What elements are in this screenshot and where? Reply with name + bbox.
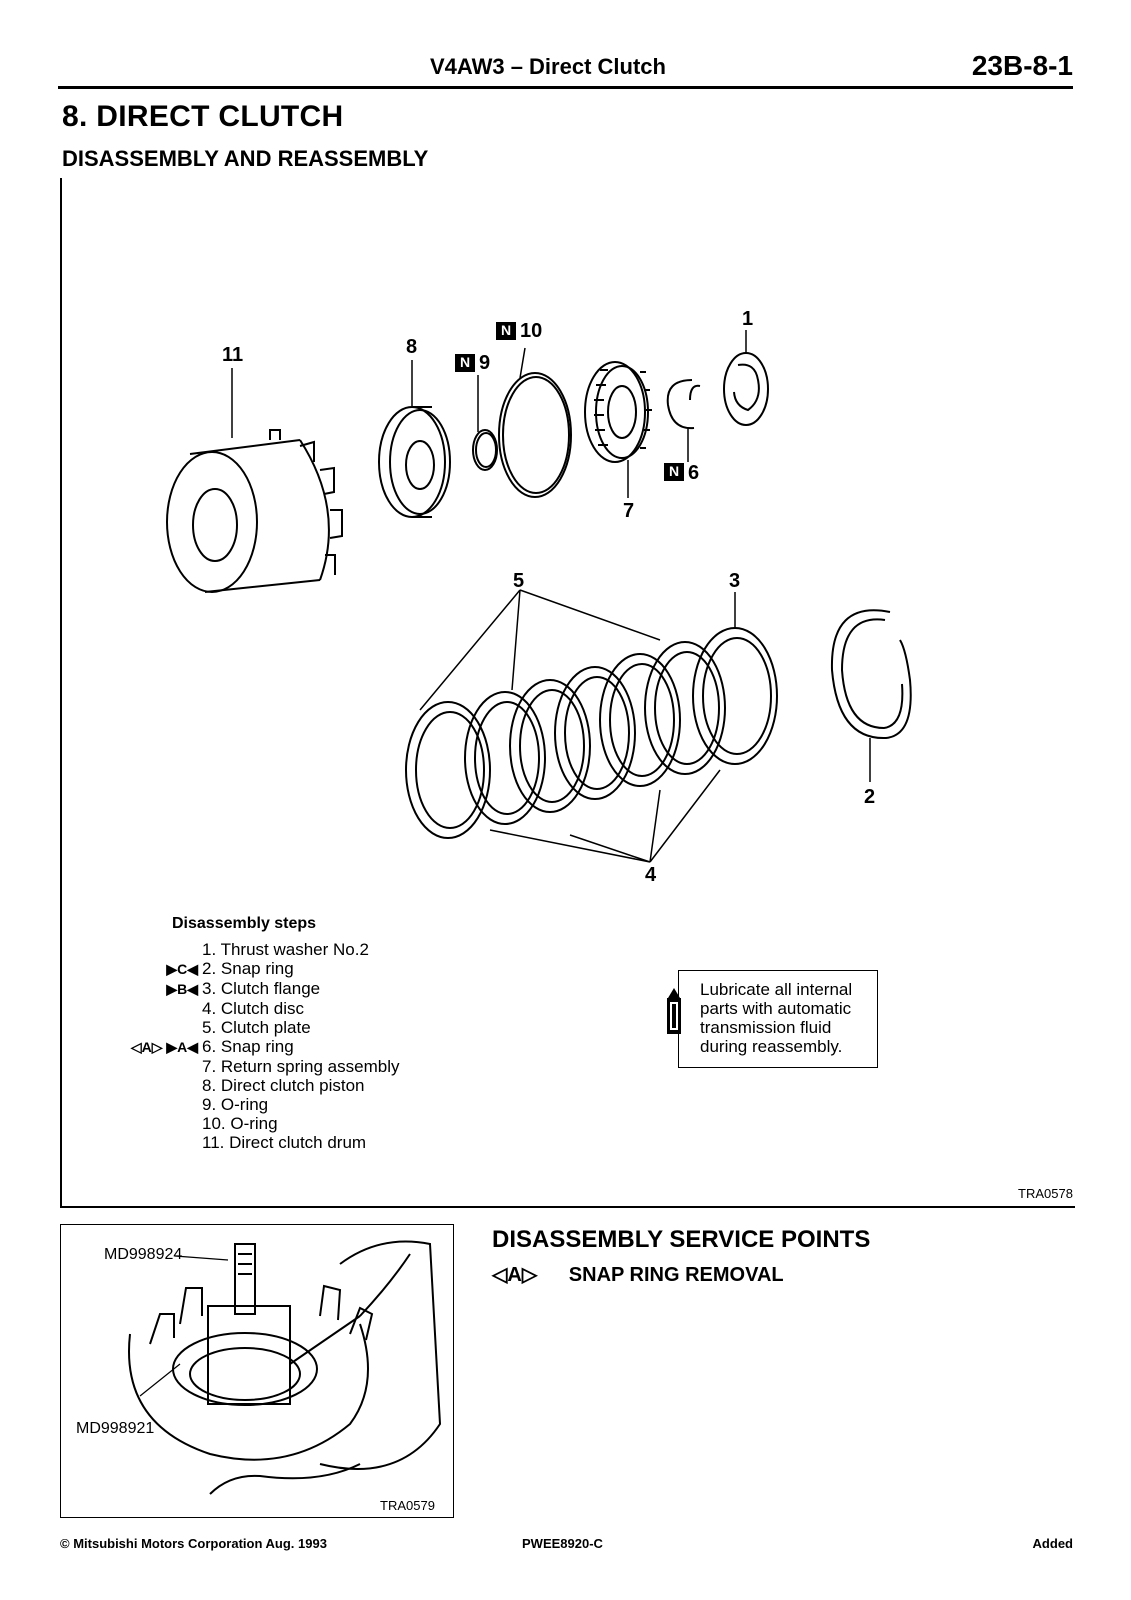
step-row: 4. Clutch disc — [202, 999, 305, 1018]
callout-2: 2 — [864, 786, 876, 808]
steps-list: 1. Thrust washer No.2 ▶C◀2. Snap ring ▶B… — [128, 940, 400, 1152]
callout-4: 4 — [645, 864, 657, 886]
header-rule — [58, 86, 1073, 89]
callout-8: 8 — [406, 336, 418, 358]
direct-clutch-drum-drawing — [166, 429, 343, 593]
section-subtitle: DISASSEMBLY AND REASSEMBLY — [62, 146, 429, 171]
section-title: 8. DIRECT CLUTCH — [62, 100, 344, 133]
direct-clutch-piston-drawing — [378, 406, 451, 518]
footer-copyright: © Mitsubishi Motors Corporation Aug. 199… — [60, 1536, 327, 1551]
callout-3: 3 — [729, 570, 741, 592]
callout-1: 1 — [742, 308, 754, 330]
return-spring-drawing — [584, 361, 652, 463]
tool-label-bottom: MD998921 — [76, 1420, 155, 1437]
service-points-item: ◁A▷ SNAP RING REMOVAL — [492, 1262, 784, 1287]
page-number: 23B-8-1 — [971, 50, 1073, 81]
footer-code: PWEE8920-C — [522, 1536, 603, 1551]
lubricate-note-text: Lubricate all internal parts with automa… — [700, 980, 853, 1056]
o-ring-10-drawing — [498, 372, 572, 498]
frame-left-rule — [60, 178, 62, 1208]
service-mark: ◁A▷ — [492, 1264, 538, 1286]
step-row: 1. Thrust washer No.2 — [202, 940, 369, 959]
thrust-washer-drawing — [723, 352, 769, 426]
new-part-mark-9: N — [460, 354, 471, 370]
service-item-text: SNAP RING REMOVAL — [568, 1264, 784, 1286]
snap-ring-6-drawing — [666, 379, 701, 430]
service-points-title: DISASSEMBLY SERVICE POINTS — [492, 1226, 871, 1253]
callout-10: 10 — [520, 320, 543, 342]
steps-heading: Disassembly steps — [172, 915, 317, 932]
step-row: 11. Direct clutch drum — [202, 1133, 367, 1152]
service-figure-box — [60, 1224, 454, 1518]
new-part-mark-6: N — [669, 463, 680, 479]
frame-bottom-rule — [60, 1206, 1075, 1208]
callout-7: 7 — [623, 500, 635, 522]
step-row: ▶B◀3. Clutch flange — [166, 979, 321, 998]
callout-5: 5 — [513, 570, 525, 592]
figure-id-service: TRA0579 — [380, 1498, 435, 1513]
tool-label-top: MD998924 — [104, 1246, 183, 1263]
step-row: 5. Clutch plate — [202, 1018, 311, 1037]
callout-6: 6 — [688, 462, 700, 484]
step-row: 9. O-ring — [202, 1095, 269, 1114]
header-title: V4AW3 – Direct Clutch — [430, 54, 666, 79]
new-part-mark-10: N — [501, 322, 512, 338]
snap-ring-2-drawing — [830, 609, 912, 740]
callout-9: 9 — [479, 352, 491, 374]
step-row: 7. Return spring assembly — [202, 1057, 400, 1076]
step-row: ▶C◀2. Snap ring — [166, 959, 294, 978]
step-row: ◁A▷ ▶A◀6. Snap ring — [130, 1037, 294, 1056]
step-row: 10. O-ring — [202, 1114, 278, 1133]
figure-id-main: TRA0578 — [1018, 1186, 1073, 1201]
callout-11: 11 — [222, 344, 244, 366]
snap-ring-removal-illustration — [128, 1240, 442, 1495]
step-row: 8. Direct clutch piston — [202, 1076, 365, 1095]
clutch-pack-drawing — [405, 627, 778, 839]
footer-status: Added — [1032, 1536, 1073, 1551]
oil-can-icon — [667, 988, 681, 1034]
